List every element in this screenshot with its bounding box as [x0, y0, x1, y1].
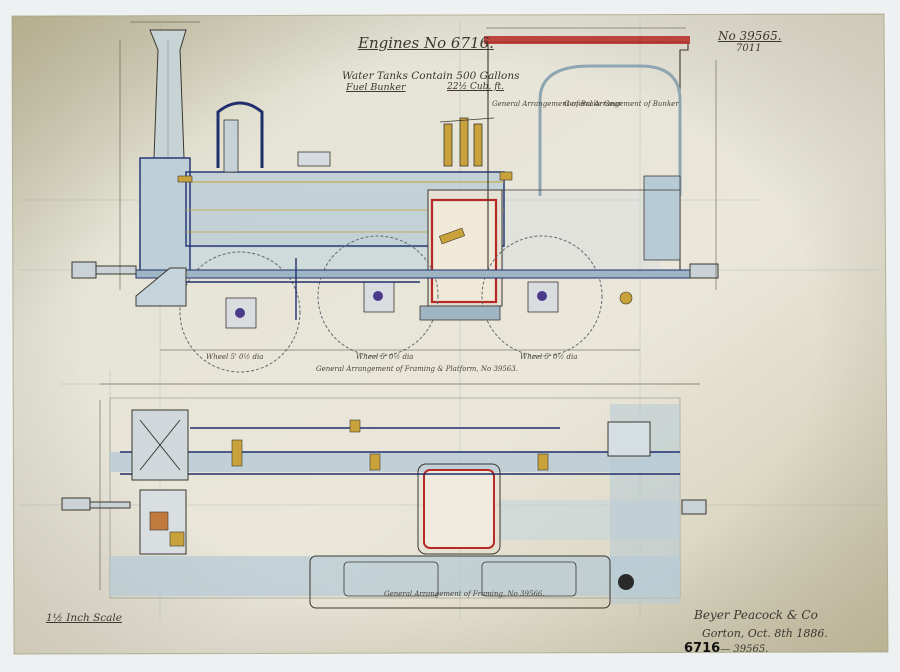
drawing-title: Engines No 6716. — [358, 34, 494, 52]
bunker-arrangement-ref: General Arrangement of Bunker — [564, 100, 679, 108]
water-tanks-note: Water Tanks Contain 500 Gallons — [342, 70, 520, 82]
wheel-middle-ref: Wheel 5' 0½ dia — [356, 353, 414, 361]
sheet-reference: 7011 — [736, 43, 762, 54]
archive-stamp: 6716— 39565. — [684, 641, 768, 656]
fuel-bunker-note: Fuel Bunker — [346, 82, 406, 93]
drawing-date: Gorton, Oct. 8th 1886. — [702, 627, 828, 640]
maker-signature: Beyer Peacock & Co — [694, 608, 818, 622]
stamp-number: 6716 — [684, 641, 721, 656]
drawing-number: No 39565. — [718, 29, 782, 43]
brake-arrangement-ref: General Arrangement of Brake Gear — [492, 100, 622, 108]
wheel-right-ref: Wheel 5' 0½ dia — [520, 353, 578, 361]
plan-arrangement-ref: General Arrangement of Framing, No 39566… — [384, 590, 545, 598]
side-arrangement-ref: General Arrangement of Framing & Platfor… — [316, 365, 518, 373]
wheel-left-ref: Wheel 5' 0½ dia — [206, 353, 264, 361]
plan-view — [61, 383, 707, 609]
stamp-suffix: — 39565. — [720, 644, 769, 655]
fuel-bunker-capacity: 22½ Cub. ft. — [447, 82, 505, 92]
scale-note: 1½ Inch Scale — [46, 612, 122, 624]
side-elevation — [71, 21, 719, 373]
